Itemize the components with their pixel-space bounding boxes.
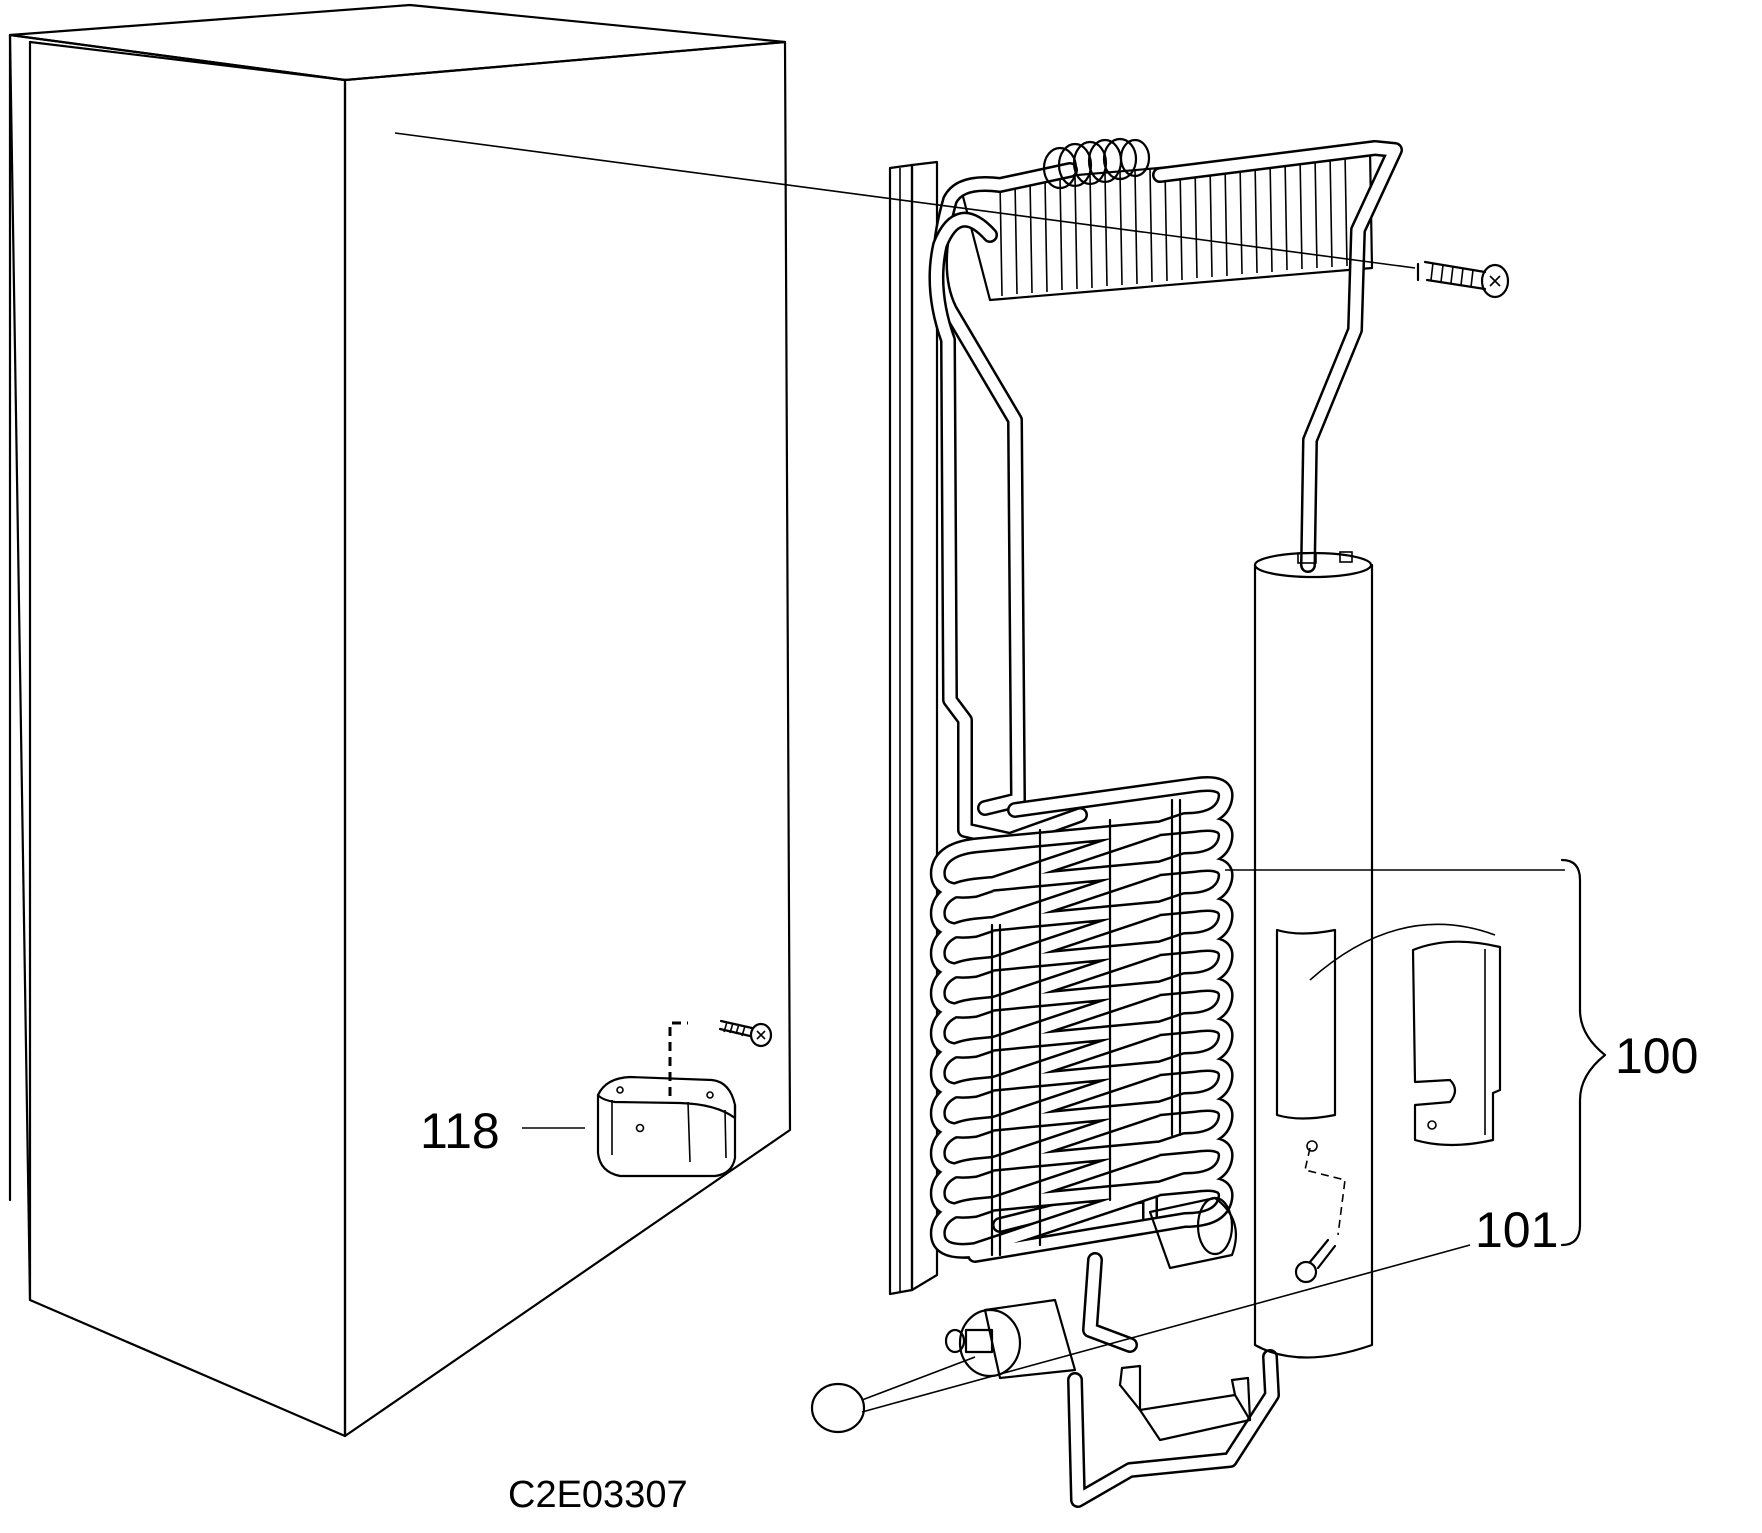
absorber-coil bbox=[929, 776, 1234, 1263]
heat-shield bbox=[1309, 923, 1502, 1147]
absorber-vessel bbox=[1253, 551, 1374, 1359]
leader-lines bbox=[394, 132, 1607, 1413]
receiver bbox=[1148, 1196, 1237, 1270]
callout-118: 118 bbox=[420, 1103, 500, 1159]
screw-icon bbox=[1416, 260, 1510, 299]
filter-drum bbox=[944, 1298, 1077, 1380]
drawing-code: C2E03307 bbox=[508, 1474, 688, 1516]
bracket-118 bbox=[596, 1019, 773, 1178]
callout-100: 100 bbox=[1615, 1028, 1698, 1084]
coil bbox=[1042, 137, 1151, 190]
pipes bbox=[928, 140, 1403, 1508]
plug-101 bbox=[810, 1382, 866, 1434]
cabinet bbox=[8, 3, 792, 1438]
burner-bracket bbox=[1118, 1364, 1252, 1442]
cooling-unit bbox=[888, 137, 1502, 1508]
callout-101: 101 bbox=[1475, 1202, 1558, 1258]
